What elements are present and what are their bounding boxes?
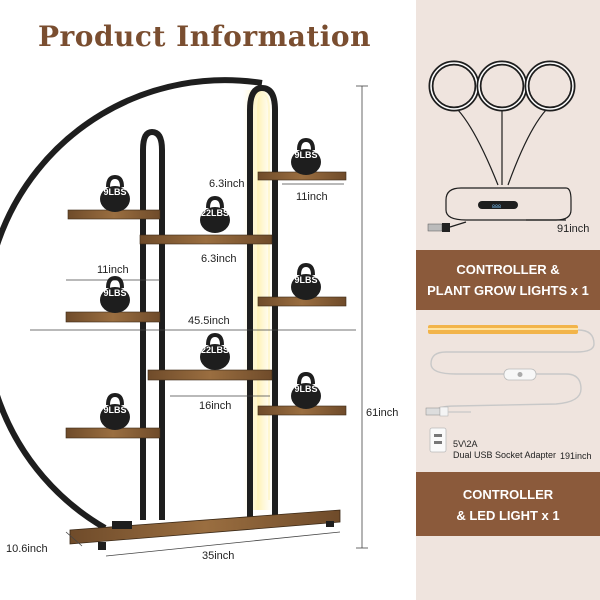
adapter-label-1: 5V\2A [453, 439, 478, 449]
kettlebell-icon: 9LBS [289, 262, 323, 301]
adapter-label-2: Dual USB Socket Adapter [453, 450, 557, 460]
half-moon-arch [0, 77, 263, 531]
band2-line2: & LED LIGHT x 1 [456, 508, 560, 523]
weight-label: 9LBS [294, 150, 318, 160]
dim-shelf-depth-top: 6.3inch [209, 178, 245, 190]
switch-box [112, 521, 132, 529]
band2-line1: CONTROLLER [462, 487, 554, 502]
accessories-panel: 888 91inch CONTROLLER & PLANT GROW LIGHT… [416, 0, 600, 600]
controller-display: 888 [492, 204, 501, 210]
page-title: Product Information [38, 20, 371, 53]
kettlebell-icon: 9LBS [98, 275, 132, 314]
kettlebell-icon: 9LBS [289, 371, 323, 410]
kettlebell-icon: 22LBS [198, 332, 232, 371]
kettlebell-icon: 9LBS [289, 137, 323, 176]
kettlebell-icon: 9LBS [98, 392, 132, 431]
led-strip-icon [428, 325, 578, 334]
shelf [147, 369, 273, 381]
dim-height: 61inch [366, 407, 399, 419]
dim-base-width: 35inch [202, 550, 235, 562]
kettlebell-icon: 22LBS [198, 195, 232, 234]
plant-stand-illustration [0, 77, 368, 557]
usb-plug-icon [425, 406, 449, 417]
weight-label: 9LBS [294, 384, 318, 394]
base-foot [326, 521, 334, 527]
weight-label: 22LBS [200, 345, 229, 355]
weight-label: 9LBS [103, 187, 127, 197]
dim-base-depth: 10.6inch [6, 543, 48, 555]
base-foot [98, 542, 106, 550]
weight-label: 9LBS [294, 275, 318, 285]
dimension-lines [30, 85, 368, 557]
ring-light-icon [428, 60, 576, 112]
dim-inner-width: 16inch [199, 400, 232, 412]
grow-light-cable-length: 91inch [557, 223, 590, 235]
controller-led-light-banner: CONTROLLER & LED LIGHT x 1 [416, 472, 600, 536]
weight-label: 22LBS [200, 208, 229, 218]
dim-left-shelf-width: 11inch [97, 264, 129, 276]
kettlebell-icon: 9LBS [98, 174, 132, 213]
band1-line2: PLANT GROW LIGHTS x 1 [427, 283, 589, 298]
dim-top-shelf-width: 11inch [296, 191, 328, 203]
weight-label: 9LBS [103, 405, 127, 415]
shelves [65, 171, 347, 439]
led-strip-on-frame [255, 92, 270, 500]
weight-label: 9LBS [103, 288, 127, 298]
shelf [139, 234, 273, 245]
led-light-illustration [425, 325, 595, 453]
controller-grow-lights-banner: CONTROLLER & PLANT GROW LIGHTS x 1 [416, 250, 600, 310]
usb-plug-icon [427, 221, 467, 232]
dim-overall-width: 45.5inch [188, 315, 230, 327]
tall-arch-frame [247, 84, 278, 520]
band1-line1: CONTROLLER & [456, 262, 560, 277]
short-arch-frame [140, 128, 165, 520]
grow-light-illustration: 888 [427, 60, 576, 232]
led-cable-length: 191inch [560, 451, 592, 461]
dim-mid-shelf-depth: 6.3inch [201, 253, 237, 265]
base-board [69, 509, 341, 545]
controller-box [478, 201, 518, 209]
socket-adapter-icon [429, 427, 447, 453]
